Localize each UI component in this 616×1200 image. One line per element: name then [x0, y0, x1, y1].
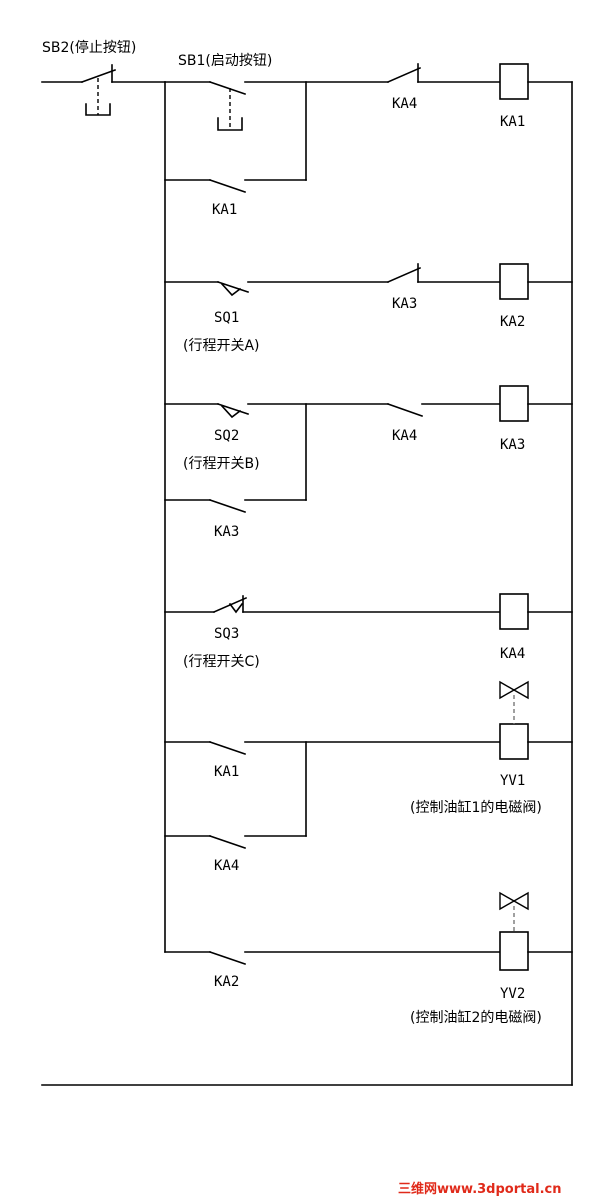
yv2-valve-icon: [499, 891, 516, 911]
ka3-coil: [499, 385, 529, 422]
rung-5: [164, 680, 573, 850]
ka2-contact-label: KA2: [214, 974, 239, 990]
watermark: 三维网www.3dportal.cn: [398, 1181, 561, 1197]
yv1-coil: [499, 723, 529, 760]
rung-4: [164, 593, 573, 630]
ka3-coil-label: KA3: [500, 437, 525, 453]
rung-6: [164, 891, 573, 971]
yv1-desc: (控制油缸1的电磁阀): [410, 799, 542, 816]
sq3-desc: (行程开关C): [183, 654, 260, 670]
yv2-coil: [499, 931, 529, 971]
yv2-desc: (控制油缸2的电磁阀): [410, 1009, 542, 1026]
sq1-label: SQ1: [214, 310, 239, 326]
sq2-label: SQ2: [214, 428, 239, 444]
rung-3: [164, 385, 573, 514]
ka1-coil: [499, 63, 529, 100]
power-lines: [41, 81, 573, 1086]
sq1-desc: (行程开关A): [183, 338, 260, 354]
sb2-label: SB2(停止按钮): [42, 39, 136, 56]
ka1-coil-label: KA1: [500, 114, 525, 130]
ka1-hold-label: KA1: [212, 202, 237, 218]
ka4-coil-label: KA4: [500, 646, 525, 662]
ka2-coil-label: KA2: [500, 314, 525, 330]
ka2-coil: [499, 263, 529, 300]
sb2-stop-button: [80, 64, 117, 116]
rung-1: [164, 63, 573, 194]
yv1-label: YV1: [500, 773, 525, 789]
sq2-desc: (行程开关B): [183, 456, 260, 472]
ka4-contact-label: KA4: [392, 96, 417, 112]
sq3-label: SQ3: [214, 626, 239, 642]
ka3-contact-label: KA3: [392, 296, 417, 312]
yv1-valve-icon: [499, 680, 516, 700]
ka4-coil: [499, 593, 529, 630]
labels: SB2(停止按钮) SB1(启动按钮) KA4 KA1 KA1 SQ1 (行程开…: [42, 39, 542, 1026]
ka3-hold-label: KA3: [214, 524, 239, 540]
rung-2: [164, 263, 573, 300]
ka1-contact-label: KA1: [214, 764, 239, 780]
ka4-contact-label-3: KA4: [214, 858, 239, 874]
sb1-label: SB1(启动按钮): [178, 53, 272, 69]
ka4-contact-label-2: KA4: [392, 428, 417, 444]
yv2-label: YV2: [500, 986, 525, 1002]
